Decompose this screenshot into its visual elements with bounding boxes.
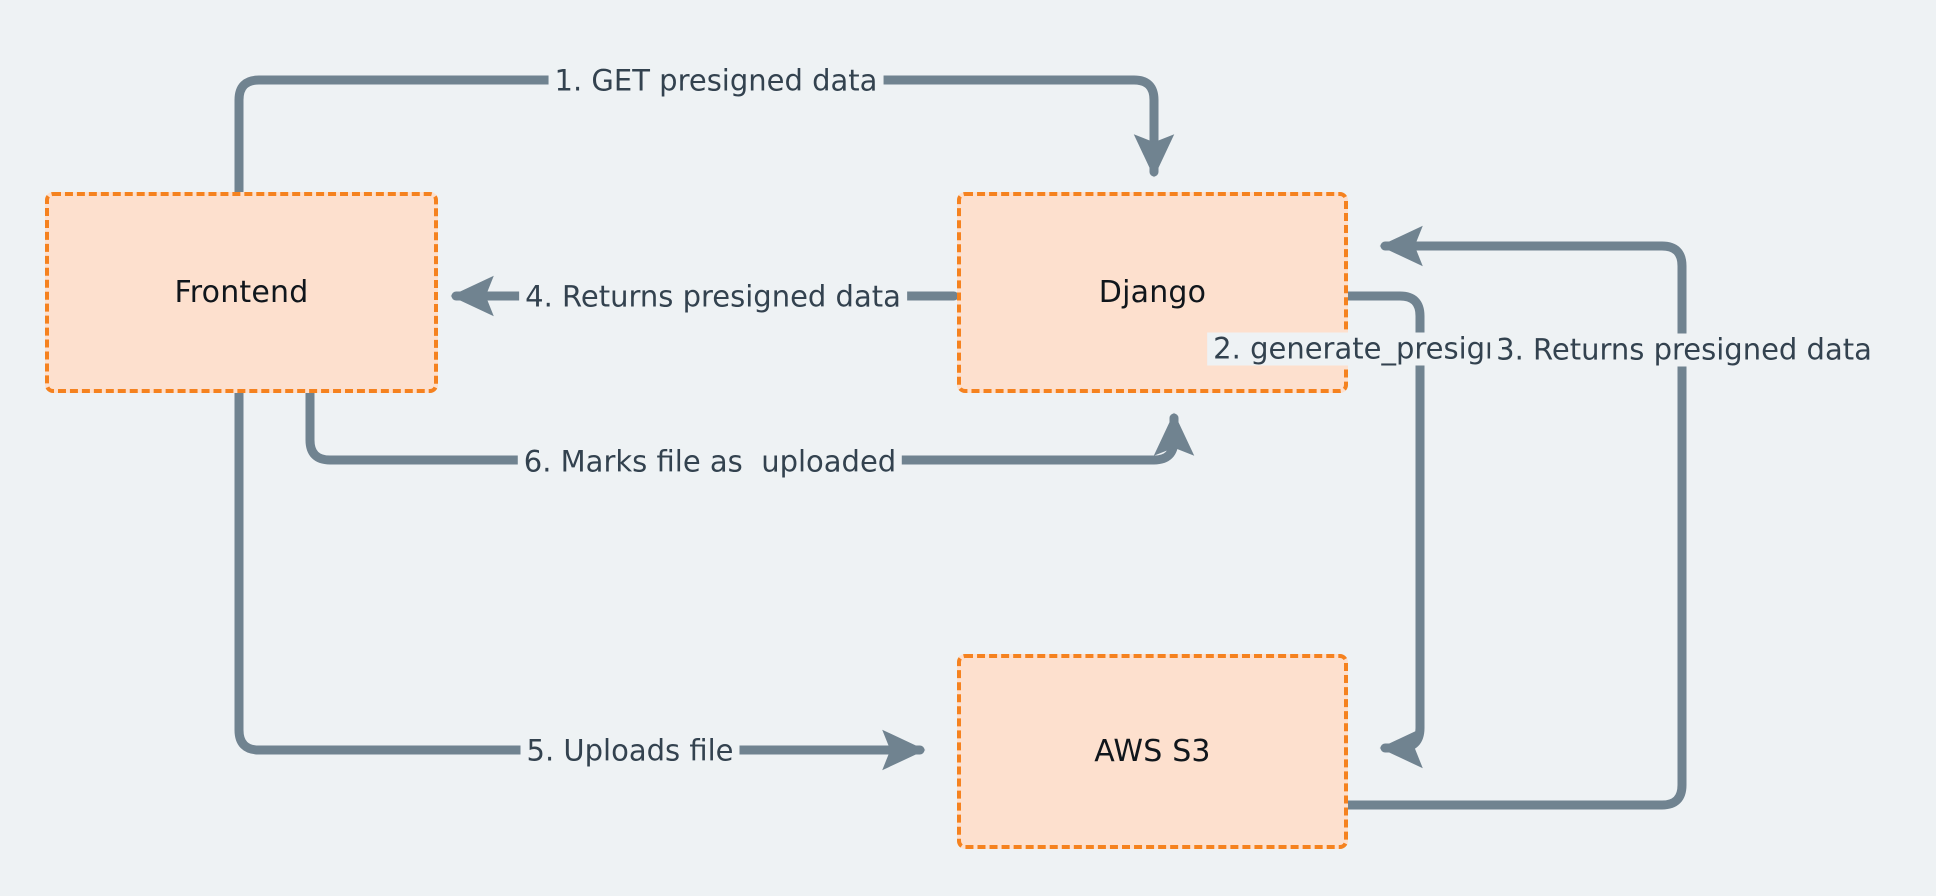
edge-label-5: 5. Uploads file xyxy=(520,734,740,768)
node-django-label: Django xyxy=(1098,275,1207,310)
node-aws-s3-label: AWS S3 xyxy=(1094,734,1211,769)
node-aws-s3[interactable]: AWS S3 xyxy=(957,654,1348,849)
edge-label-1: 1. GET presigned data xyxy=(548,64,884,98)
node-frontend-label: Frontend xyxy=(174,275,309,310)
edge-label-3: 3. Returns presigned data xyxy=(1490,333,1878,367)
edge-2-path xyxy=(1343,291,1425,769)
node-frontend[interactable]: Frontend xyxy=(45,192,438,393)
edge-3-path xyxy=(1343,225,1687,810)
edge-label-6: 6. Marks file as uploaded xyxy=(517,445,903,479)
edge-label-4: 4. Returns presigned data xyxy=(519,280,907,314)
edge-5-path xyxy=(234,388,926,771)
